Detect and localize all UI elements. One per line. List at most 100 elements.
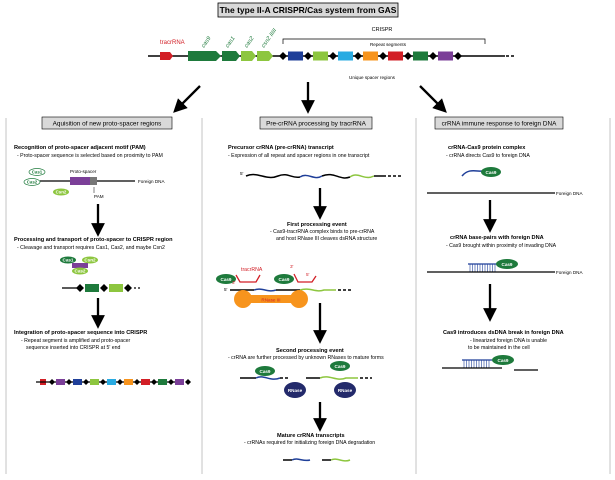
left-s3-title: Integration of proto-spacer sequence int… [14, 330, 147, 336]
tracrrna-label: tracrRNA [160, 40, 185, 46]
right-foreign-1: Foreign DNA [556, 191, 583, 196]
mid-cas9-a: Cas9 [221, 277, 232, 282]
mid-s1-desc: - Expression of all repeat and spacer re… [228, 153, 370, 159]
spacer-segment [85, 284, 99, 292]
right-s3-desc2: to be maintained in the cell [468, 345, 530, 351]
foreign-dna-left: Foreign DNA [138, 179, 165, 184]
mid-3prime-b: 3' [290, 264, 294, 269]
spacer-segment [141, 379, 150, 385]
cas9-gene [188, 51, 221, 61]
tracrrna-gene [160, 52, 173, 60]
mid-s3-desc: - crRNA are further processed by unknown… [228, 355, 384, 361]
repeat-segment [76, 284, 84, 292]
repeat-segment [124, 284, 132, 292]
csn2-gene [257, 51, 273, 61]
spacer-segment [438, 51, 453, 61]
repeat-segment [329, 52, 337, 60]
repeat-segment [185, 379, 191, 385]
repeat-segment [354, 52, 362, 60]
middle-header: Pre-crRNA processing by tracrRNA [266, 121, 367, 128]
spacer-segment [109, 284, 123, 292]
right-s2-desc: - Cas9 brought within proximity of invad… [446, 243, 557, 249]
left-header: Aquisition of new proto-spacer regions [53, 121, 162, 128]
repeat-segment [117, 379, 123, 385]
left-s1-title: Recognition of proto-spacer adjacent mot… [14, 145, 146, 151]
protospacer [70, 177, 90, 185]
page-title: The type II-A CRISPR/Cas system from GAS [220, 5, 397, 15]
csn2-label: csn2 IIIII [261, 27, 279, 49]
cas1-gene [222, 51, 240, 61]
spacer-label: Unique spacer regions [349, 75, 396, 80]
cas2-left2: Cas2 [75, 269, 86, 274]
csn2-left: Csn2 [56, 190, 67, 195]
mid-s1-title: Precursor crRNA (pre-crRNA) transcript [228, 145, 334, 151]
left-integrated-array [36, 379, 191, 385]
mid-s2-title: First processing event [287, 222, 347, 228]
spacer-segment [388, 51, 403, 61]
left-s1-desc: - Proto-spacer sequence is selected base… [17, 153, 163, 159]
spacer-segment [363, 51, 378, 61]
spacer-segment [107, 379, 116, 385]
mid-cas9-d: Cas9 [335, 364, 346, 369]
repeat-segment [49, 379, 55, 385]
left-s2-title: Processing and transport of proto-spacer… [14, 237, 173, 243]
right-cas9-a: Cas9 [486, 170, 497, 175]
cas2-left: Cas2 [27, 180, 38, 185]
crispr-label: CRISPR [372, 27, 393, 33]
rnase-a: RNase [288, 388, 303, 393]
left-array [62, 284, 140, 292]
pam-label: PAM [94, 194, 104, 199]
right-s3-desc1: - linearized foreign DNA is unable [470, 338, 547, 344]
crispr-locus: tracrRNA cas9 cas1 cas2 csn2 IIIII CRISP… [148, 27, 514, 80]
left-s2-desc: - Cleavage and transport requires Cas1, … [17, 245, 165, 251]
right-foreign-2: Foreign DNA [556, 270, 583, 275]
mid-s2-desc2: and host RNase III cleaves dsRNA structu… [276, 236, 377, 242]
left-s3-desc2: sequence inserted into CRISPR at 5' end [26, 345, 121, 351]
spacer-segment [73, 379, 82, 385]
arrow-left [173, 85, 201, 113]
arrow-right [419, 85, 447, 113]
spacer-segment [175, 379, 184, 385]
pam [90, 177, 97, 185]
repeat-segment [151, 379, 157, 385]
repeat-segment [379, 52, 387, 60]
repeat-segment [304, 52, 312, 60]
right-header: crRNA immune response to foreign DNA [442, 121, 557, 128]
cas1-left: Cas1 [32, 170, 43, 175]
mid-3prime: 3' [232, 280, 236, 285]
five-prime-1: 5' [240, 171, 244, 176]
repeat-segment [83, 379, 89, 385]
cas1-left2: Cas1 [63, 258, 74, 263]
left-s3-desc1: - Repeat segment is amplified and proto-… [21, 338, 131, 344]
repeat-segment [279, 52, 287, 60]
right-s1-desc: - crRNA directs Cas9 to foreign DNA [446, 153, 530, 159]
spacer-segment [56, 379, 65, 385]
repeat-segment [100, 379, 106, 385]
rnase-b: RNase [338, 388, 353, 393]
cas9-label: cas9 [201, 35, 213, 49]
repeat-segment [100, 284, 108, 292]
right-cas9-b: Cas9 [502, 262, 513, 267]
mid-s3-title: Second processing event [276, 348, 344, 354]
spacer-segment [158, 379, 167, 385]
spacer-segment [288, 51, 303, 61]
cas2-gene [241, 51, 256, 61]
mid-cas9-c: Cas9 [260, 369, 271, 374]
repeat-segment [134, 379, 140, 385]
spacer-segment [338, 51, 353, 61]
right-cas9-c: Cas9 [498, 358, 509, 363]
rnase3-label: RNase III [261, 298, 280, 303]
right-s3-title: Cas9 introduces dsDNA break in foreign D… [443, 330, 564, 336]
title-box [217, 2, 399, 18]
spacer-segment [90, 379, 99, 385]
right-s1-title: crRNA-Cas9 protein complex [448, 145, 526, 151]
mid-cas9-b: Cas9 [279, 277, 290, 282]
cas1-label: cas1 [225, 36, 237, 49]
repeat-segment [454, 52, 462, 60]
spacer-segment [413, 51, 428, 61]
csn2-left2: Csn2 [84, 258, 96, 263]
crispr-array [279, 51, 462, 61]
repeat-segment [404, 52, 412, 60]
spacer-segment [313, 51, 328, 61]
